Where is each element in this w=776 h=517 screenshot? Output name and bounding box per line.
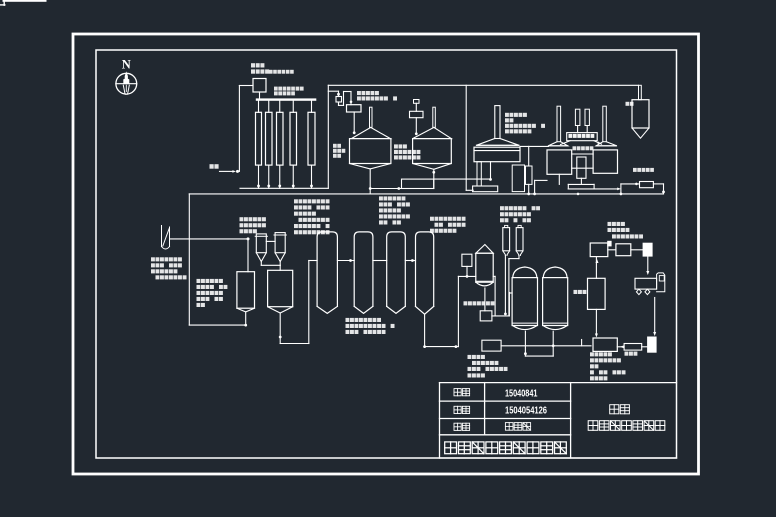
svg-text:15040841: 15040841	[505, 388, 538, 399]
svg-text:N: N	[122, 57, 131, 71]
svg-text:1504054126: 1504054126	[505, 406, 547, 417]
